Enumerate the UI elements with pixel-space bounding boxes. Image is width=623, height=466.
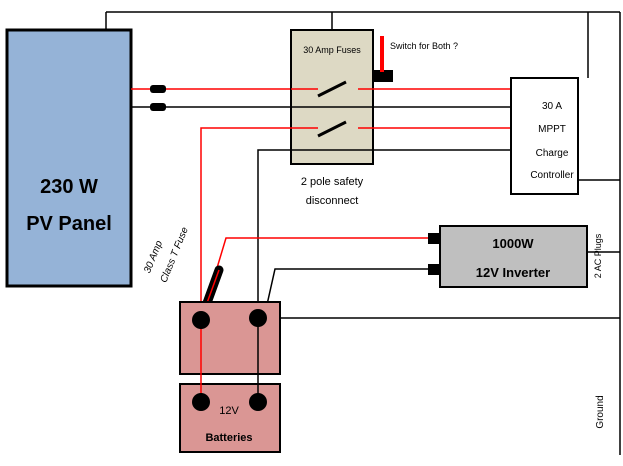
panel-to-disconnect-wires xyxy=(131,85,291,111)
battery-bottom-negative-terminal xyxy=(249,393,267,411)
switch-body xyxy=(373,70,393,82)
fuse-switch-negative xyxy=(317,120,347,138)
inverter-wattage: 1000W xyxy=(492,236,534,251)
pv-panel-box xyxy=(5,28,133,288)
inverter-negative-wire xyxy=(263,268,428,319)
disconnect-caption-2: disconnect xyxy=(306,195,359,207)
controller-label-1: Charge xyxy=(536,148,569,159)
inverter-terminal-negative xyxy=(428,264,440,275)
mc4-connector-negative xyxy=(150,103,166,111)
controller-label-2: Controller xyxy=(530,170,574,181)
class-t-fuse-label: Class T Fuse xyxy=(159,225,191,284)
controller-type: MPPT xyxy=(538,124,566,135)
fuse-box-title: 30 Amp Fuses xyxy=(303,45,361,55)
battery-bottom-positive-terminal xyxy=(192,393,210,411)
mc4-connector-positive xyxy=(150,85,166,93)
pv-panel-label: PV Panel xyxy=(26,213,112,235)
battery-positive-feed xyxy=(200,127,291,320)
disconnect-caption-1: 2 pole safety xyxy=(301,176,364,188)
inverter-box xyxy=(439,225,588,288)
disconnect-box: 30 Amp Fuses 2 pole safety disconnect xyxy=(290,29,374,207)
fuse-box xyxy=(290,29,374,165)
battery-label: Batteries xyxy=(205,432,252,444)
switch-handle: Switch for Both ? xyxy=(373,36,458,82)
inverter-label: 12V Inverter xyxy=(476,265,550,280)
battery-top-negative-terminal xyxy=(249,309,267,327)
controller-to-battery-wires xyxy=(200,127,511,320)
controller-box xyxy=(510,77,579,195)
ground-wiring xyxy=(105,11,621,455)
battery-bank: 12V Batteries xyxy=(179,301,281,453)
pv-panel-wattage: 230 W xyxy=(40,176,98,198)
controller-rating: 30 A xyxy=(542,101,562,112)
ac-plugs-label: 2 AC Plugs xyxy=(593,233,603,278)
charge-controller: 30 A MPPT Charge Controller xyxy=(510,77,579,195)
fuse-switch-positive xyxy=(317,80,347,98)
inverter-positive-wire xyxy=(213,237,428,279)
disconnect-to-controller-wires xyxy=(373,88,511,129)
class-t-fuse: 30 Amp Class T Fuse xyxy=(142,225,224,319)
inverter: 1000W 12V Inverter xyxy=(439,225,588,288)
switch-note: Switch for Both ? xyxy=(390,41,458,51)
inverter-terminal-positive xyxy=(428,233,440,244)
battery-negative-feed xyxy=(257,149,511,318)
battery-voltage: 12V xyxy=(219,405,239,417)
battery-top-positive-terminal xyxy=(192,311,210,329)
ground-label: Ground xyxy=(595,395,606,428)
pv-panel: 230 W PV Panel xyxy=(5,28,133,288)
